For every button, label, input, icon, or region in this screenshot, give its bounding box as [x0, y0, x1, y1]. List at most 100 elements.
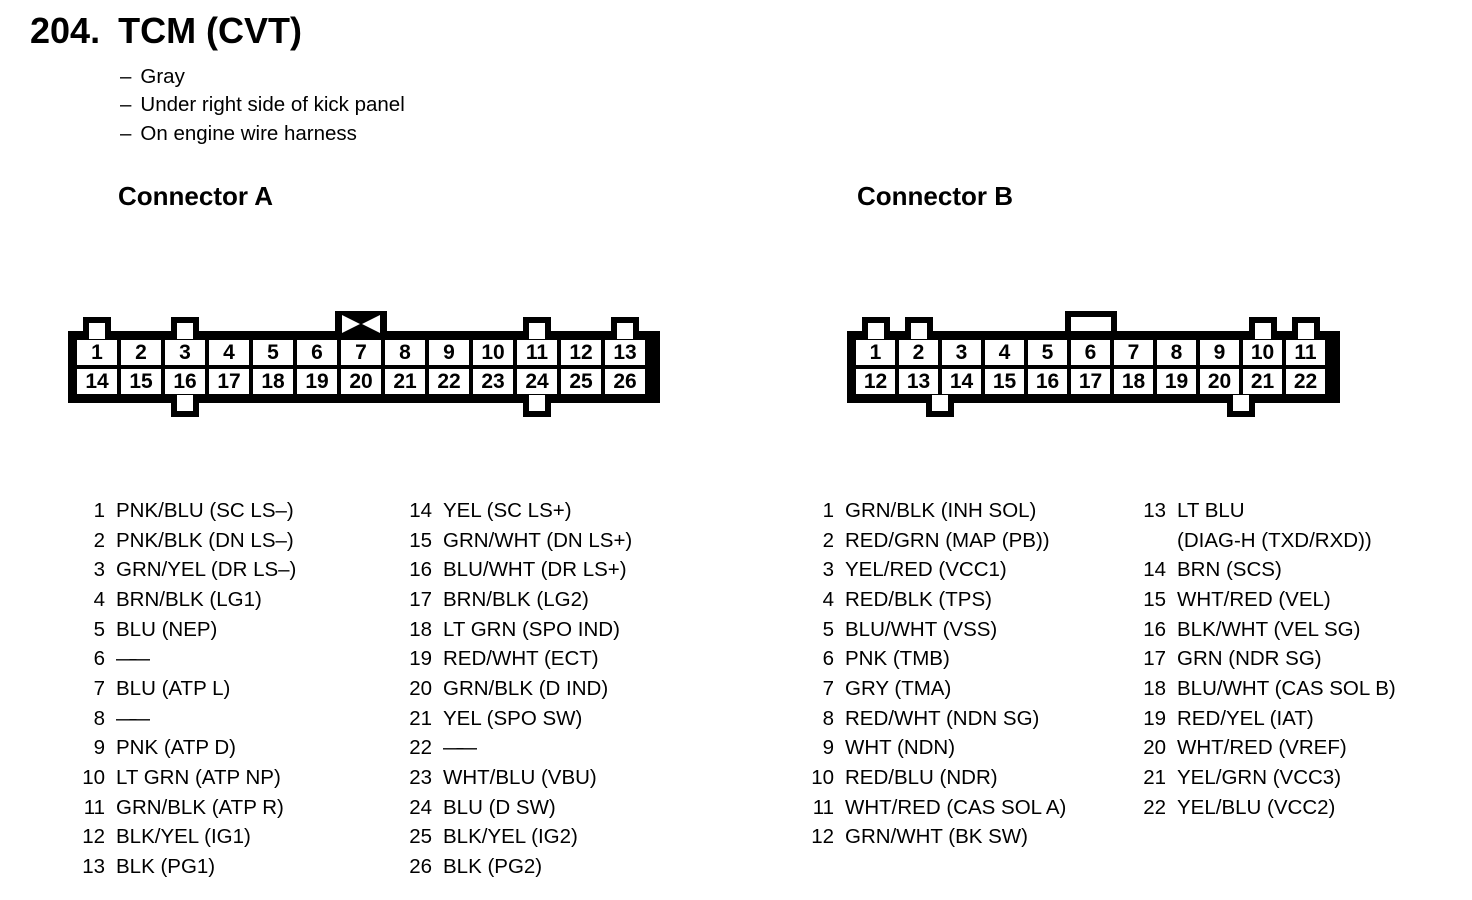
pin-label: LT GRN (SPO IND) [443, 617, 620, 641]
note-text: Under right side of kick panel [140, 93, 405, 117]
pin-label: —— [116, 706, 150, 730]
pin-number: 12 [811, 825, 834, 849]
pin-number: 11 [812, 795, 834, 819]
keyway-cross-icon [335, 311, 387, 337]
pin-label: BLK (PG1) [116, 854, 216, 878]
pin-label: (DIAG-H (TXD/RXD)) [1177, 528, 1372, 552]
pin-number: 8 [822, 706, 834, 730]
pin-number: 19 [1143, 706, 1166, 730]
pin-cell: 6 [297, 340, 337, 365]
pin-number: 13 [82, 854, 105, 878]
pin-cell: 3 [165, 340, 205, 365]
pin-number: 6 [822, 647, 834, 671]
pin-number: 22 [409, 736, 432, 760]
section-number: 204. [30, 10, 101, 51]
pin-number: 25 [409, 825, 432, 849]
pin-label: RED/YEL (IAT) [1177, 706, 1314, 730]
pin-label: BLU (D SW) [443, 795, 556, 819]
pin-cell: 4 [985, 340, 1024, 365]
pin-label: BLU (ATP L) [116, 676, 231, 700]
pin-label: GRN/WHT (DN LS+) [443, 528, 633, 552]
pin-cell: 16 [1028, 369, 1067, 394]
pin-label: BLK/YEL (IG2) [443, 825, 578, 849]
pin-number: 26 [409, 854, 432, 878]
pin-cell: 10 [1243, 340, 1282, 365]
pin-label: PNK (TMB) [845, 647, 950, 671]
pin-number: 4 [822, 587, 834, 611]
pin-label: WHT/BLU (VBU) [443, 765, 597, 789]
pin-cell: 12 [856, 369, 895, 394]
pin-row: 12 BLK/YEL (IG1) [59, 822, 296, 852]
pin-number: 20 [409, 676, 432, 700]
mount-tab-bottom [171, 395, 199, 417]
pin-number: 5 [822, 617, 834, 641]
pin-label: BLK/YEL (IG1) [116, 825, 251, 849]
pin-number: 9 [93, 736, 105, 760]
pin-label: RED/GRN (MAP (PB)) [845, 528, 1050, 552]
connector-a-heading: Connector A [118, 181, 274, 211]
pin-number: 22 [1143, 795, 1166, 819]
pin-number: 21 [1143, 765, 1166, 789]
mount-tab-top [83, 317, 111, 339]
pin-cell: 23 [473, 369, 513, 394]
pin-cell: 10 [473, 340, 513, 365]
pin-cell: 22 [1286, 369, 1325, 394]
pin-row: 15 GRN/WHT (DN LS+) [386, 526, 632, 556]
pin-label: YEL (SC LS+) [443, 499, 572, 522]
note-line: – Gray [120, 63, 405, 91]
pin-number: 6 [93, 647, 105, 671]
pin-cell: 24 [517, 369, 557, 394]
mount-tab-top [611, 317, 639, 339]
pin-number: 24 [409, 795, 432, 819]
pin-cell: 5 [1028, 340, 1067, 365]
pin-cell: 18 [253, 369, 293, 394]
pin-number: 15 [409, 528, 432, 552]
pin-number: 14 [1143, 558, 1166, 582]
mount-tab-top [523, 317, 551, 339]
pin-label: WHT/RED (VEL) [1177, 587, 1331, 611]
pin-number: 5 [93, 617, 105, 641]
pin-label: RED/WHT (ECT) [443, 647, 599, 671]
pin-cell: 2 [899, 340, 938, 365]
dash-bullet: – [120, 93, 132, 117]
location-notes: – Gray – Under right side of kick panel … [120, 63, 405, 148]
mount-tab-top [171, 317, 199, 339]
pin-number: 12 [82, 825, 105, 849]
pin-cell: 22 [429, 369, 469, 394]
pin-number: 16 [1143, 617, 1166, 641]
pin-number: 3 [822, 558, 834, 582]
dash-bullet: – [120, 121, 132, 145]
pin-number: 7 [822, 676, 834, 700]
pin-number: 10 [82, 765, 105, 789]
section-title: TCM (CVT) [118, 10, 303, 51]
pin-number: 9 [822, 736, 834, 760]
note-text: On engine wire harness [140, 121, 357, 145]
pin-label: BLU/WHT (DR LS+) [443, 558, 627, 582]
pin-number: 8 [93, 706, 105, 730]
